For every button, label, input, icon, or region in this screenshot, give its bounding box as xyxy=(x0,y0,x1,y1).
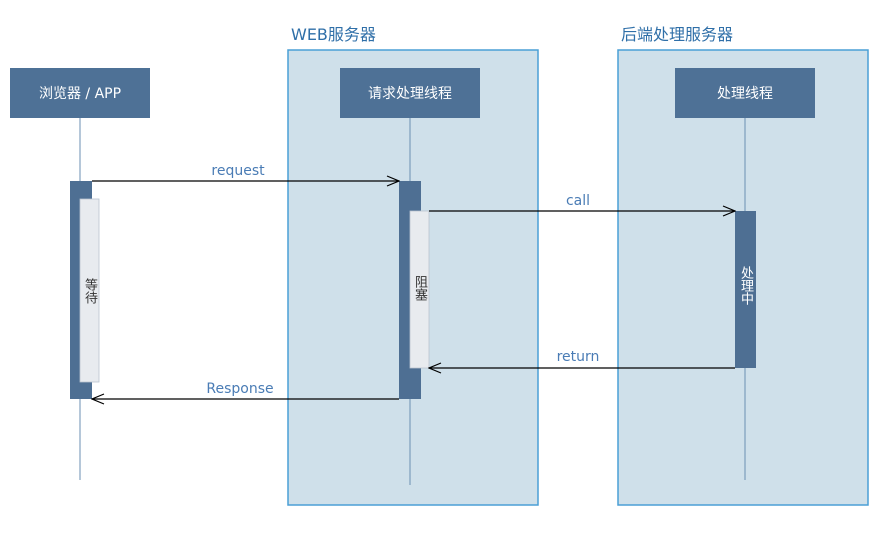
browser-participant-box xyxy=(10,68,150,118)
web-server-block-bar xyxy=(409,210,430,369)
web-server-group-title: WEB服务器 xyxy=(291,25,376,44)
web-server-block-label: 阻塞 xyxy=(412,275,428,301)
call-label: call xyxy=(566,193,590,209)
browser-wait-bar xyxy=(79,198,100,383)
browser-wait-label: 等待 xyxy=(82,277,98,304)
return-label: return xyxy=(557,349,600,365)
backend-processing-label: 处理中 xyxy=(738,266,754,305)
web-server-participant-box xyxy=(340,68,480,118)
response-label: Response xyxy=(206,381,273,397)
backend-processing-bar xyxy=(735,211,756,368)
web-server-participant-label: 请求处理线程 xyxy=(368,86,452,102)
backend-participant-label: 处理线程 xyxy=(717,86,773,102)
request-label: request xyxy=(211,163,265,179)
backend-group-title: 后端处理服务器 xyxy=(621,25,733,44)
backend-participant-box xyxy=(675,68,815,118)
browser-participant-label: 浏览器 / APP xyxy=(39,86,121,102)
